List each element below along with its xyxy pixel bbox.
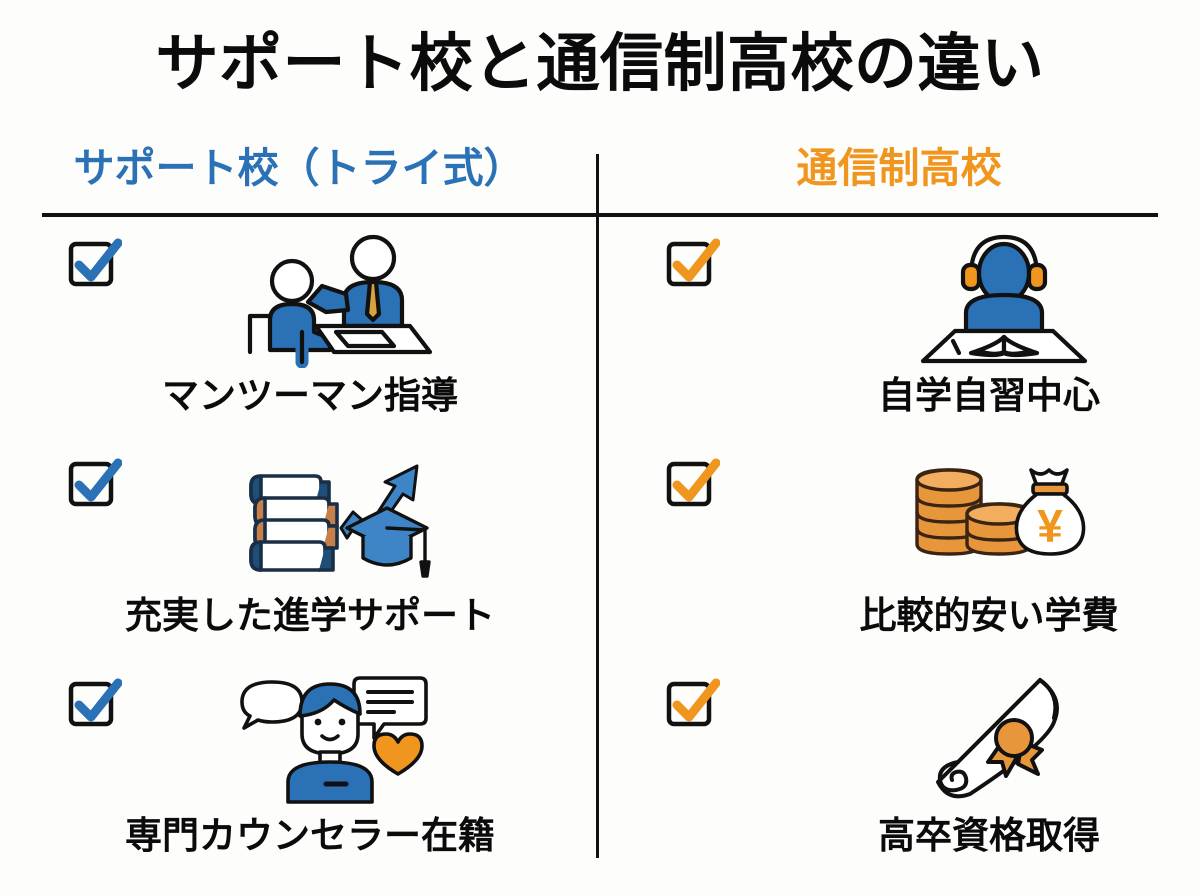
header-divider-horizontal <box>42 213 1158 217</box>
feature-label: 比較的安い学費 <box>859 594 1119 636</box>
tutor-and-student-icon <box>0 222 598 374</box>
feature-label: 自学自習中心 <box>878 374 1100 416</box>
diploma-scroll-ribbon-icon <box>598 662 1200 814</box>
books-graduation-cap-growth-arrow-icon <box>0 442 598 594</box>
column-header-support-school: サポート校（トライ式） <box>73 145 525 191</box>
student-headphones-book-desk-icon <box>598 222 1200 374</box>
feature-cell: ¥ 比較的安い学費 <box>598 442 1200 662</box>
blue-check-icon <box>68 238 123 290</box>
feature-label: 充実した進学サポート <box>125 594 495 636</box>
comparison-grid: マンツーマン指導 <box>0 222 1200 882</box>
feature-label: 高卒資格取得 <box>878 814 1100 856</box>
feature-cell: 高卒資格取得 <box>598 662 1200 882</box>
blue-check-icon <box>68 458 123 510</box>
feature-cell: 充実した進学サポート <box>0 442 598 662</box>
column-divider-vertical <box>596 154 599 858</box>
orange-check-icon <box>666 458 721 510</box>
feature-cell: マンツーマン指導 <box>0 222 598 442</box>
blue-check-icon <box>68 678 123 730</box>
orange-check-icon <box>666 678 721 730</box>
svg-text:¥: ¥ <box>1037 500 1063 552</box>
column-header-correspondence-high-school: 通信制高校 <box>796 145 1002 191</box>
page-title: サポート校と通信制高校の違い <box>155 29 1045 99</box>
feature-cell: 専門カウンセラー在籍 <box>0 662 598 882</box>
counselor-speech-bubbles-heart-icon <box>0 662 598 814</box>
feature-label: マンツーマン指導 <box>162 374 458 416</box>
feature-cell: 自学自習中心 <box>598 222 1200 442</box>
orange-check-icon <box>666 238 721 290</box>
feature-label: 専門カウンセラー在籍 <box>125 814 495 856</box>
coins-money-bag-yen-icon: ¥ <box>598 442 1200 594</box>
